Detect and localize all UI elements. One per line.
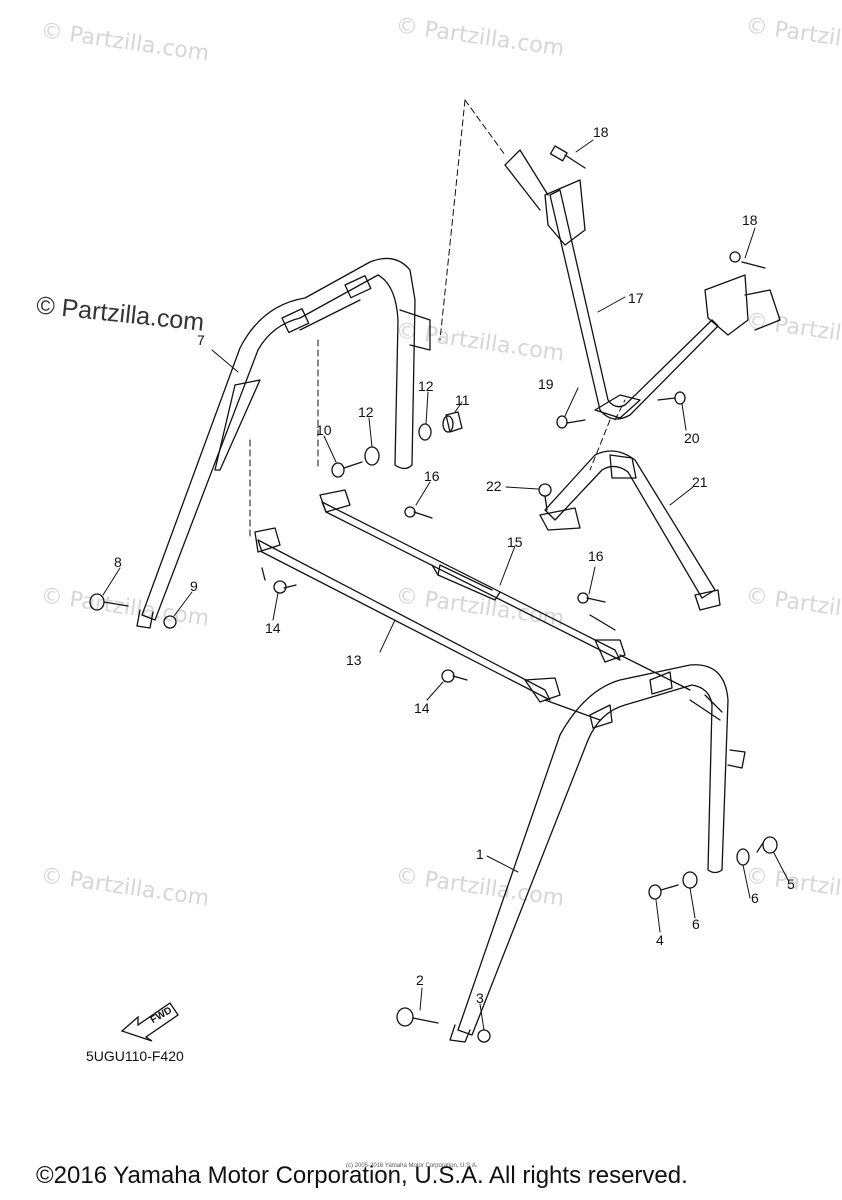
callout-18[interactable]: 18 [593,124,609,140]
callout-10[interactable]: 10 [316,422,332,438]
callout-8[interactable]: 8 [114,554,122,570]
callout-9[interactable]: 9 [190,578,198,594]
callout-6[interactable]: 6 [692,916,700,932]
cross-bar-15 [319,489,691,691]
callout-11[interactable]: 11 [455,392,470,408]
upper-brace-17 [504,149,781,420]
callout-14[interactable]: 14 [414,700,430,716]
callout-6[interactable]: 6 [751,890,759,906]
fasteners [89,145,778,1043]
callout-17[interactable]: 17 [628,290,644,306]
callout-18[interactable]: 18 [742,212,758,228]
callout-15[interactable]: 15 [507,534,523,550]
rear-roll-bar [136,257,431,629]
callout-14[interactable]: 14 [265,620,281,636]
callout-22[interactable]: 22 [486,478,502,494]
callout-16[interactable]: 16 [424,468,440,484]
figure-code: 5UGU110-F420 [86,1048,184,1064]
callout-5[interactable]: 5 [787,876,795,892]
assembly-guides [249,99,626,541]
tiny-copyright: (c) 2005-2016 Yamaha Motor Corporation, … [346,1163,478,1169]
callout-12[interactable]: 12 [418,378,434,394]
cross-bar-13 [254,527,601,721]
lower-brace-21 [539,450,721,611]
callout-7[interactable]: 7 [197,332,205,348]
callout-1[interactable]: 1 [476,846,484,862]
callout-4[interactable]: 4 [656,932,664,948]
front-roll-bar [449,664,746,1043]
callout-20[interactable]: 20 [684,430,700,446]
leader-lines [102,139,789,1031]
callout-21[interactable]: 21 [692,474,708,490]
callout-2[interactable]: 2 [416,972,424,988]
callout-19[interactable]: 19 [538,376,554,392]
fwd-arrow-icon [120,1002,179,1042]
callout-12[interactable]: 12 [358,404,374,420]
callout-16[interactable]: 16 [588,548,604,564]
callout-3[interactable]: 3 [476,990,484,1006]
callout-13[interactable]: 13 [346,652,362,668]
copyright-footer: ©2016 Yamaha Motor Corporation, U.S.A. A… [36,1162,688,1189]
